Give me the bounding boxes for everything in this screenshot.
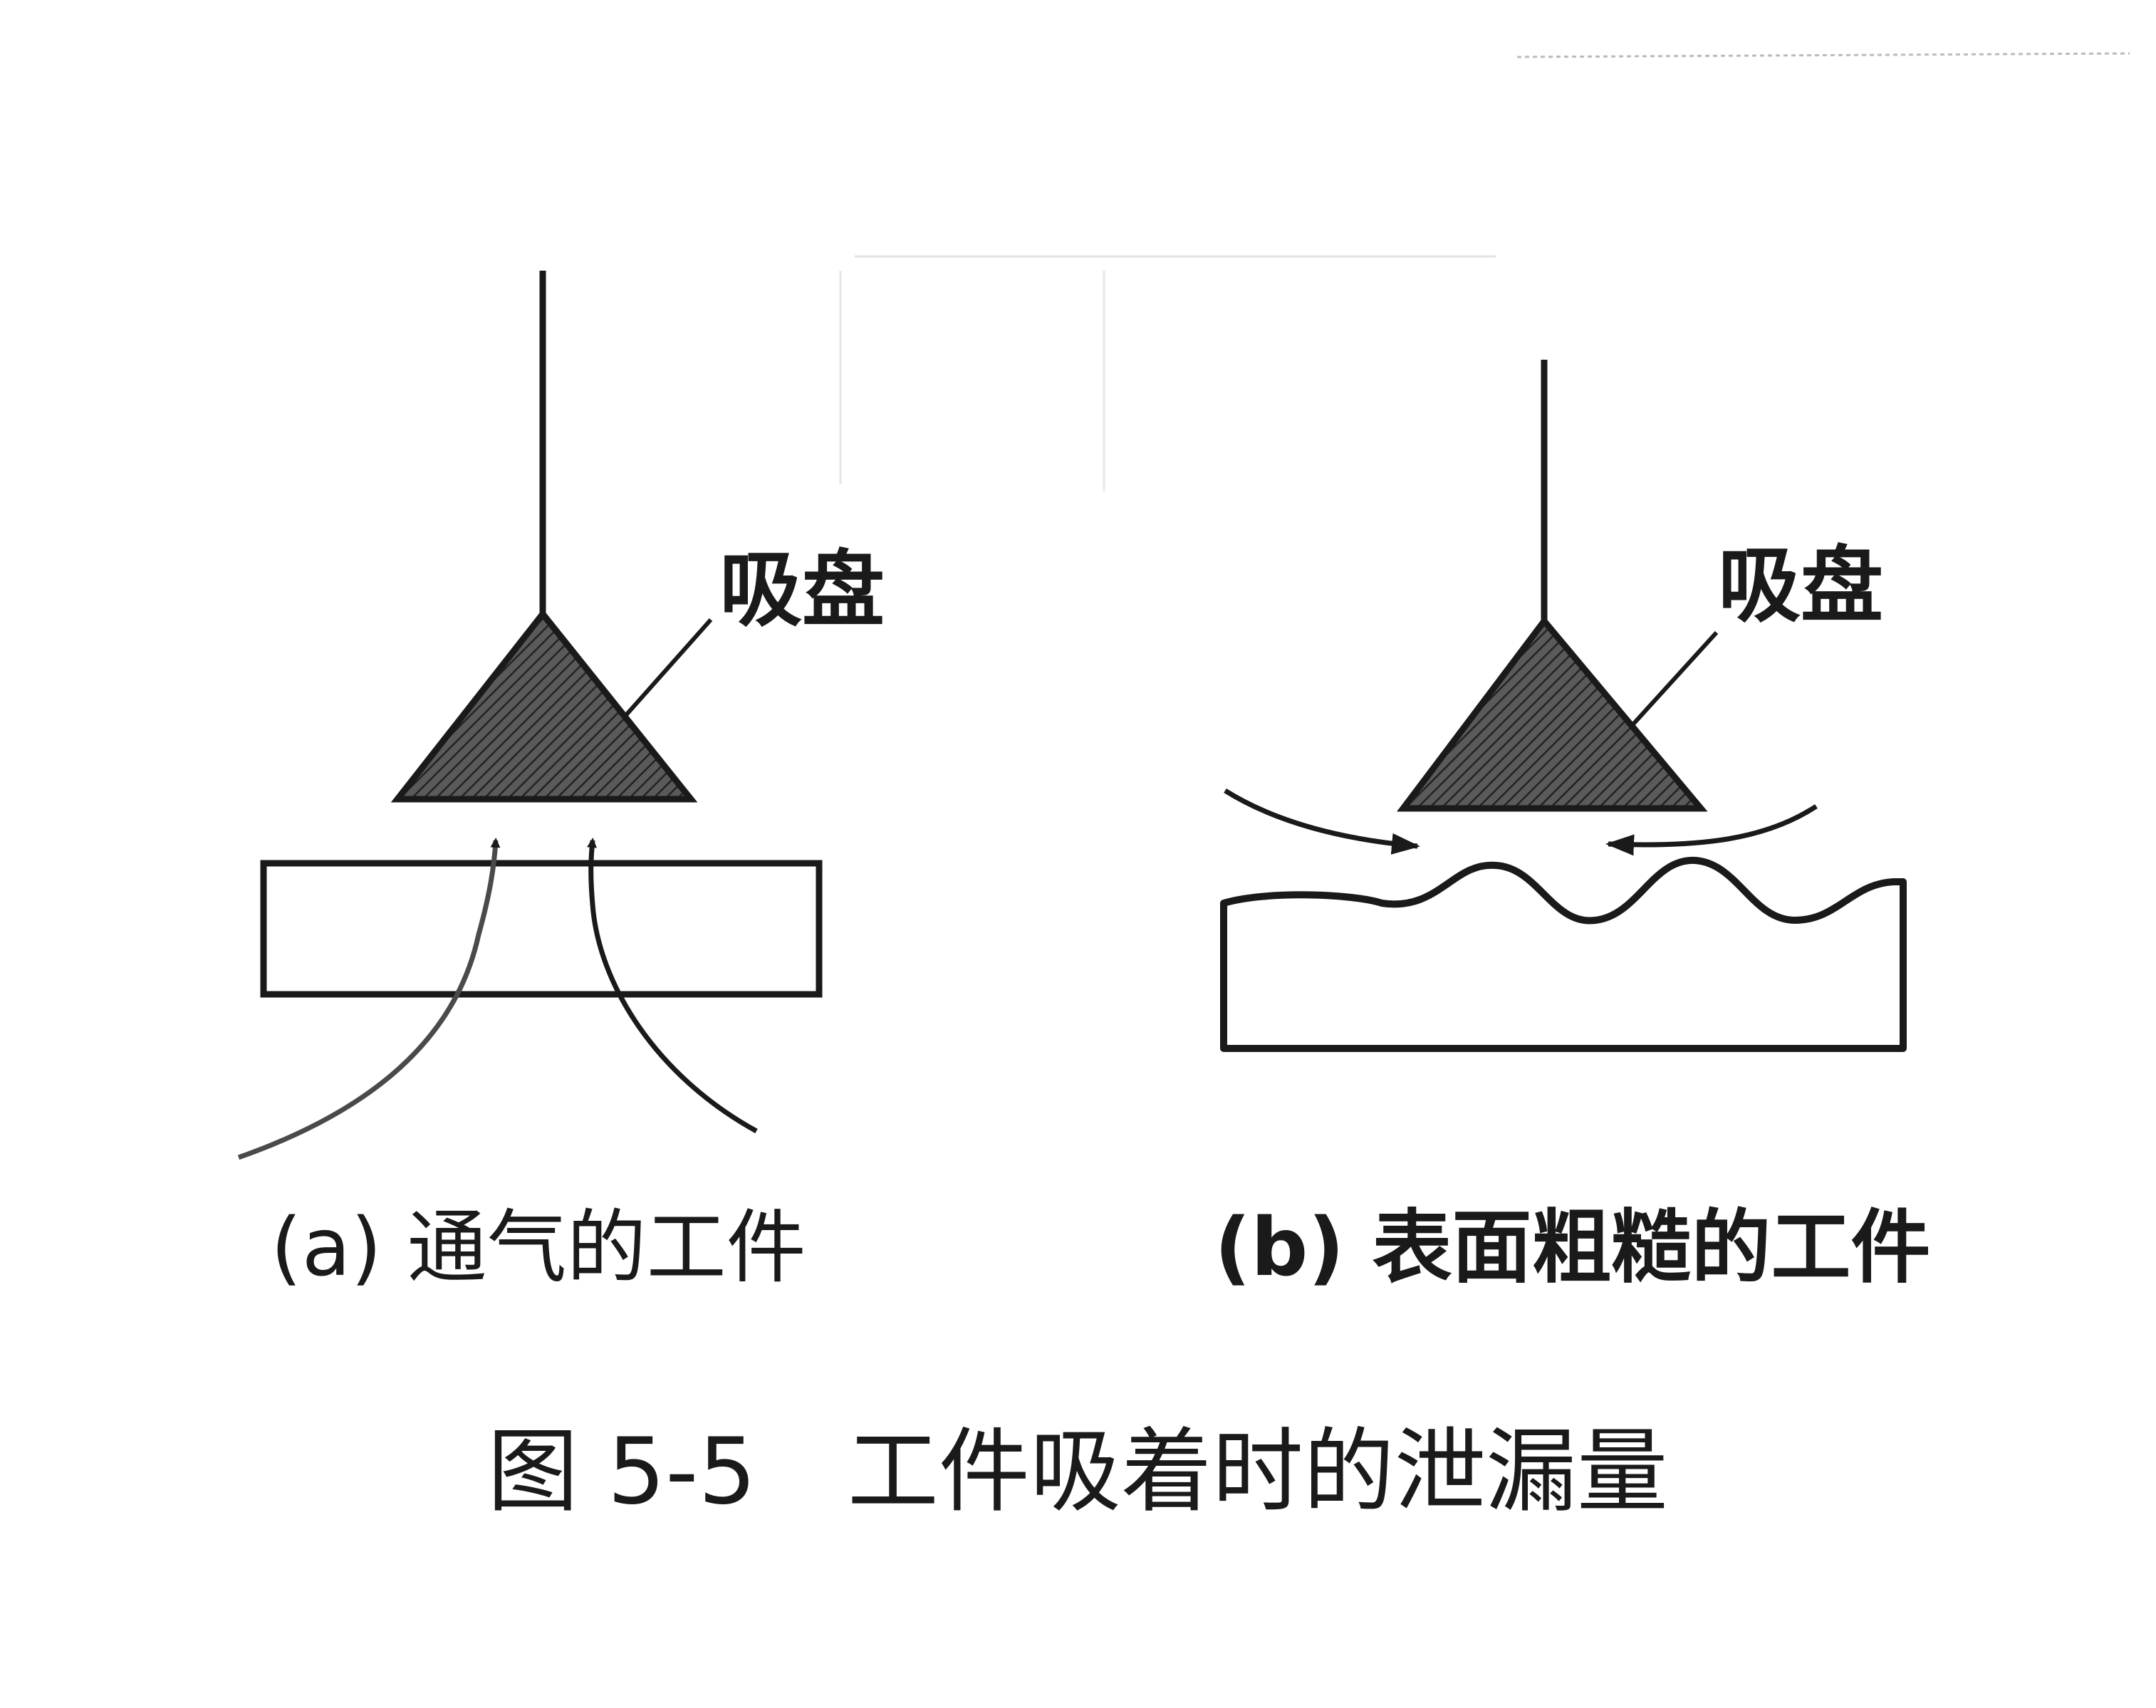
leader-line-b — [1629, 630, 1719, 729]
panel-a: 吸盘 (a) 通气的工件 — [237, 271, 885, 1294]
rough-workpiece-b — [1220, 856, 1907, 1052]
suction-cup-label-a: 吸盘 — [719, 542, 885, 638]
figure-caption: 图 5-5 工件吸着时的泄漏量 — [487, 1419, 1668, 1525]
scan-artifacts — [839, 52, 2130, 491]
airflow-curve-right — [587, 838, 758, 1134]
suction-cup-a — [390, 608, 698, 803]
leak-arrow-right — [1605, 804, 1818, 856]
workpiece-a — [260, 860, 823, 998]
panel-b: 吸盘 (b) 表面粗糙的工件 — [1214, 360, 1931, 1294]
leak-arrow-left — [1224, 788, 1420, 855]
panel-a-caption: (a) 通气的工件 — [271, 1202, 806, 1294]
airflow-curve-left — [237, 838, 501, 1160]
suction-cup-b — [1396, 615, 1708, 812]
panel-b-caption: (b) 表面粗糙的工件 — [1214, 1202, 1931, 1294]
suction-cup-label-b: 吸盘 — [1718, 538, 1883, 634]
leader-line-a — [623, 618, 713, 717]
